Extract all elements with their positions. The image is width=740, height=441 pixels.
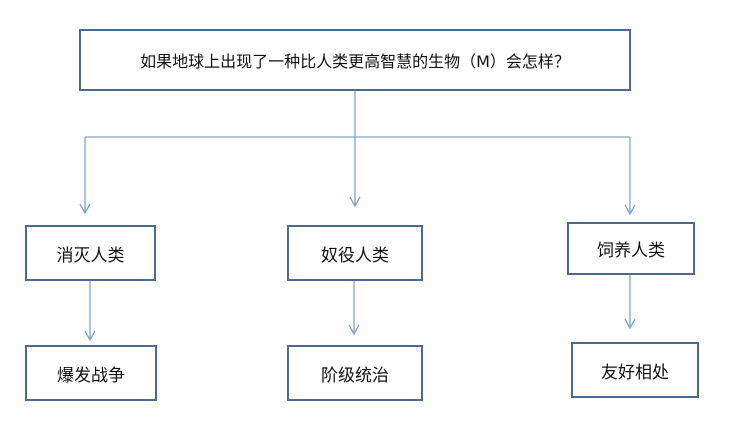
branch-box-2: 奴役人类 xyxy=(287,225,423,281)
arrowhead-5 xyxy=(348,324,360,336)
branch-label-2: 奴役人类 xyxy=(321,245,389,266)
root-question-label: 如果地球上出现了一种比人类更高智慧的生物（M）会怎样？ xyxy=(140,52,570,71)
result-label-3: 友好相处 xyxy=(601,362,669,383)
result-box-3: 友好相处 xyxy=(571,342,699,398)
branch-box-3: 饲养人类 xyxy=(567,222,695,275)
result-label-1: 爆发战争 xyxy=(57,365,125,386)
result-box-2: 阶级统治 xyxy=(287,345,423,401)
arrowhead-3 xyxy=(624,204,636,216)
arrowhead-1 xyxy=(79,203,91,215)
branch-box-1: 消灭人类 xyxy=(25,225,156,281)
branch-label-3: 饲养人类 xyxy=(597,241,665,261)
root-question-box: 如果地球上出现了一种比人类更高智慧的生物（M）会怎样？ xyxy=(79,29,631,91)
arrowhead-2 xyxy=(349,196,361,208)
branch-label-1: 消灭人类 xyxy=(56,245,125,266)
result-label-2: 阶级统治 xyxy=(321,365,389,386)
result-box-1: 爆发战争 xyxy=(25,345,157,401)
arrowhead-6 xyxy=(624,318,636,330)
arrowhead-4 xyxy=(84,330,96,342)
